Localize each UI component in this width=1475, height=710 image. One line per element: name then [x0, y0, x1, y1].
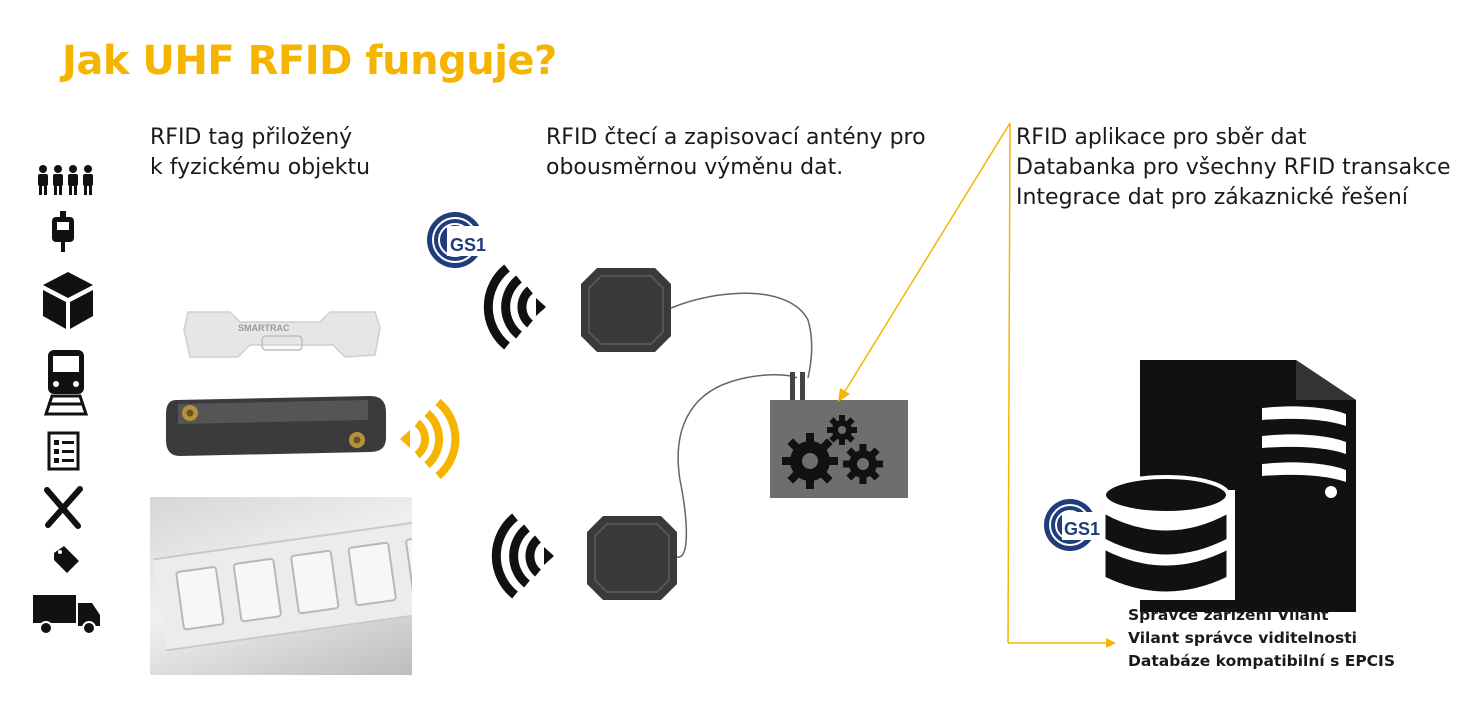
list-item: Vilant správce viditelnosti	[1128, 629, 1357, 647]
train-icon	[43, 350, 89, 416]
smartrac-inlay-tag: SMARTRAC	[183, 311, 381, 358]
antenna-top	[581, 268, 671, 352]
truck-icon	[33, 595, 100, 635]
iv-bag-icon	[52, 211, 74, 252]
gs1-logo: GS1	[427, 212, 486, 268]
caption-app-line: RFID aplikace pro sběr dat	[1016, 125, 1307, 150]
list-item: Správce zařízení Vilant	[1128, 606, 1329, 624]
caption-antenna-line: RFID čtecí a zapisovací antény pro	[546, 125, 926, 150]
caption-tag: RFID tag přiložený k fyzickému objektu	[150, 123, 370, 183]
caption-app: RFID aplikace pro sběr dat Databanka pro…	[1016, 123, 1451, 213]
antenna-cable	[676, 373, 798, 558]
data-flow-arrow	[838, 122, 1116, 648]
caption-antenna: RFID čtecí a zapisovací antény pro obous…	[546, 123, 926, 183]
smartrac-label: SMARTRAC	[238, 323, 290, 333]
tools-icon	[44, 486, 83, 529]
gears-icon	[782, 415, 883, 489]
package-icon	[43, 272, 93, 329]
tag-signal-icon	[400, 398, 460, 480]
checklist-icon	[47, 431, 80, 471]
caption-tag-line: RFID tag přiložený	[150, 125, 353, 150]
caption-app-line: Integrace dat pro zákaznické řešení	[1016, 185, 1408, 210]
list-item: Databáze kompatibilní s EPCIS	[1128, 652, 1395, 670]
hard-rfid-tag	[166, 396, 386, 456]
gs1-logo-text: GS1	[450, 235, 486, 255]
page-title: Jak UHF RFID funguje?	[62, 38, 557, 84]
antenna-signal-icon	[483, 264, 546, 350]
gs1-logo: GS1	[1044, 499, 1102, 551]
people-icon	[38, 165, 93, 195]
tag-icon	[54, 546, 79, 573]
rfid-inlay-roll-photo	[150, 497, 412, 675]
caption-app-line: Databanka pro všechny RFID transakce	[1016, 155, 1451, 180]
vilant-products-list: Správce zařízení Vilant Vilant správce v…	[1128, 604, 1395, 673]
antenna-signal-icon	[491, 513, 554, 599]
gs1-logo-text: GS1	[1064, 519, 1100, 539]
caption-tag-line: k fyzickému objektu	[150, 155, 371, 180]
antenna-cable	[670, 292, 813, 379]
database-icon	[1100, 475, 1235, 600]
antenna-bottom	[587, 516, 677, 600]
caption-antenna-line: obousměrnou výměnu dat.	[546, 155, 844, 180]
